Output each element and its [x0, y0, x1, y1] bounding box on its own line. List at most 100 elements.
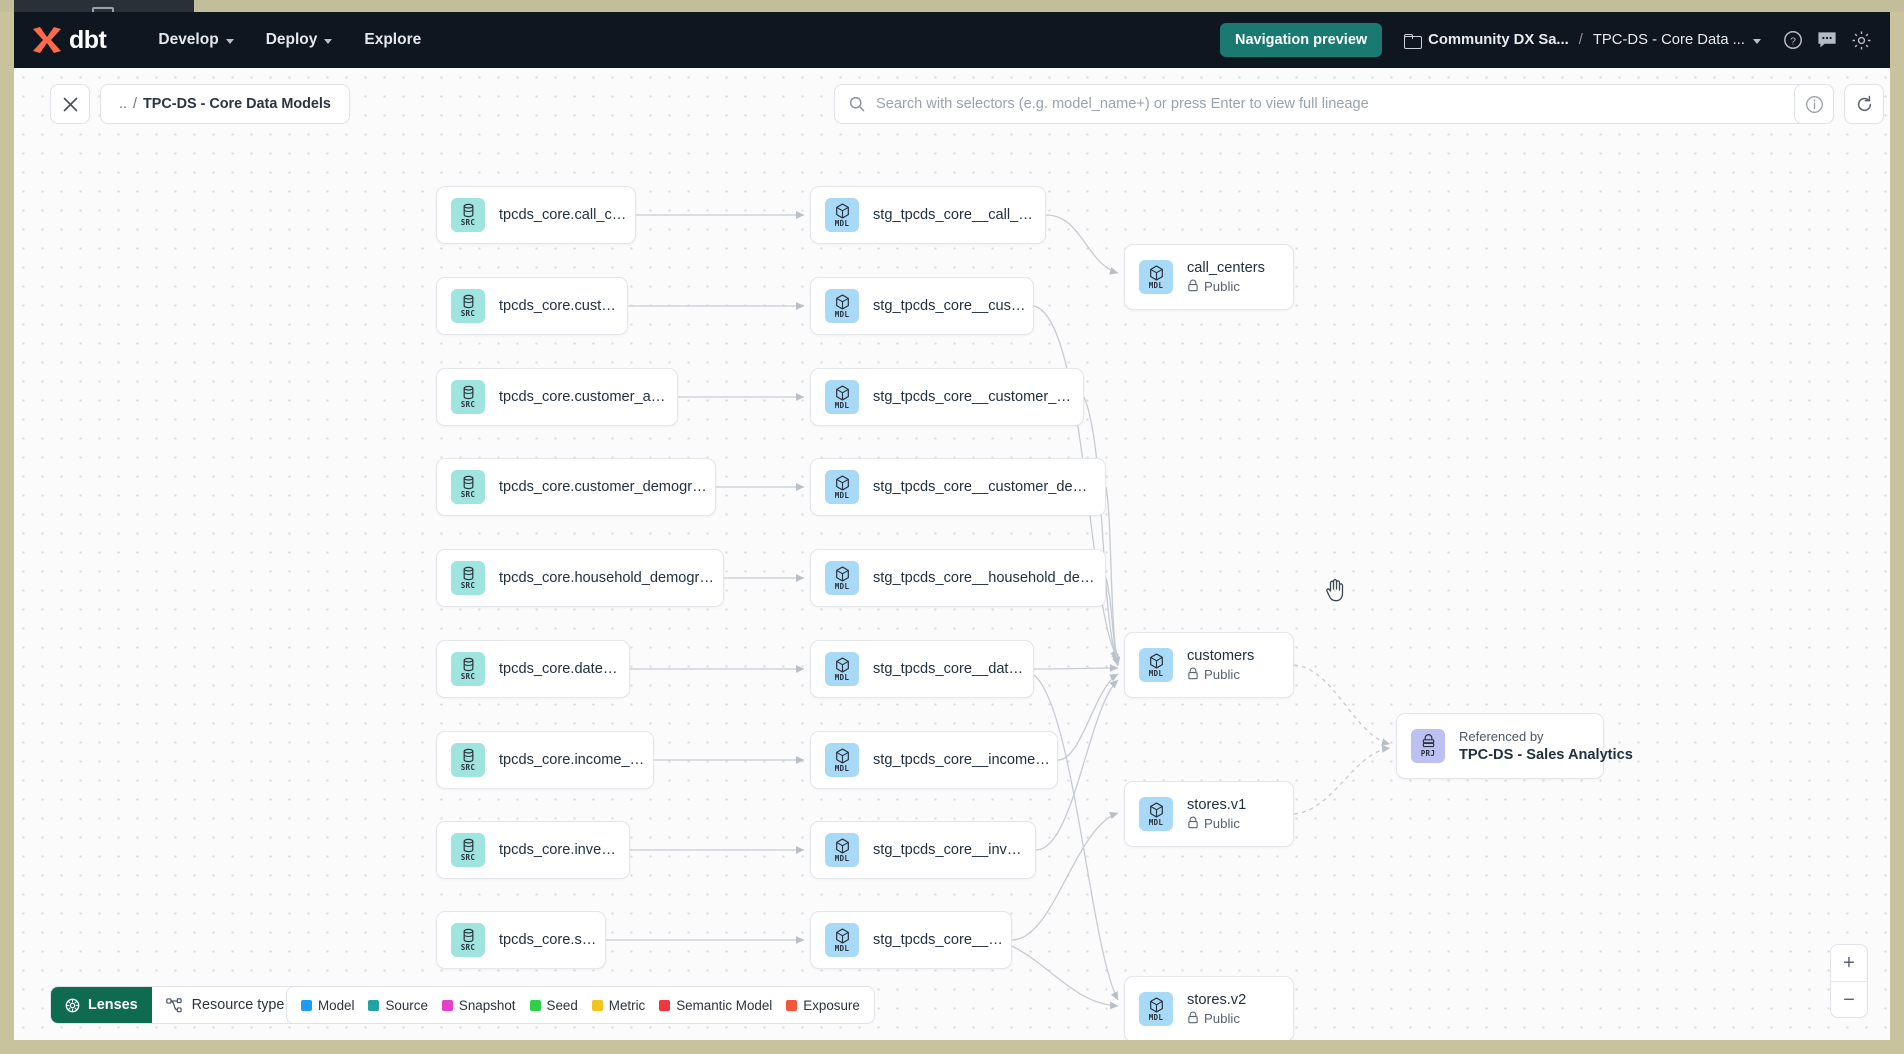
legend-item[interactable]: Semantic Model [659, 998, 772, 1013]
dbt-logo-icon [30, 25, 64, 55]
nav-item-explore[interactable]: Explore [348, 23, 437, 57]
node-text-block: tpcds_core.customer_demographics [499, 479, 709, 495]
settings-gear-icon[interactable] [1851, 30, 1872, 51]
nav-item-develop[interactable]: Develop [142, 23, 249, 57]
src-node-icon: SRC [451, 923, 485, 957]
lineage-node-mdl-stg-date-dim[interactable]: MDL stg_tpcds_core__date_dim [810, 640, 1034, 698]
lineage-node-mdl-stg-cust-address[interactable]: MDL stg_tpcds_core__customer_address [810, 368, 1084, 426]
lineage-search-bar[interactable] [834, 84, 1834, 124]
lineage-node-mdl-stg-call-center[interactable]: MDL stg_tpcds_core__call_center [810, 186, 1046, 244]
src-node-icon: SRC [451, 289, 485, 323]
node-type-abbr: SRC [460, 943, 476, 953]
zoom-in-button[interactable]: + [1843, 952, 1855, 974]
node-type-abbr: SRC [460, 763, 476, 773]
lens-icon [65, 998, 80, 1012]
chevron-down-icon [324, 38, 333, 44]
node-label: stg_tpcds_core__store [873, 932, 1005, 948]
chevron-down-icon[interactable] [1753, 38, 1761, 44]
legend-item[interactable]: Snapshot [441, 998, 516, 1013]
lock-icon [1187, 816, 1199, 832]
mdl-node-icon: MDL [1139, 992, 1173, 1026]
node-access-label: Public [1204, 1011, 1240, 1026]
lineage-node-mdl-stg-hh-demo[interactable]: MDLstg_tpcds_core__household_demogr... [810, 549, 1106, 607]
navigation-preview-button[interactable]: Navigation preview [1220, 23, 1383, 57]
lineage-node-mdl-stg-store[interactable]: MDL stg_tpcds_core__store [810, 911, 1012, 969]
node-type-abbr: PRJ [1420, 749, 1436, 759]
legend-swatch [786, 999, 798, 1011]
breadcrumb-pill[interactable]: .. / TPC-DS - Core Data Models [100, 84, 350, 124]
lineage-graph[interactable]: SRCtpcds_core.call_centerSRCtpcds_core.c… [14, 68, 1890, 1040]
search-input[interactable] [876, 96, 1819, 112]
nav-item-deploy[interactable]: Deploy [250, 23, 349, 57]
zoom-controls: + − [1830, 944, 1868, 1018]
legend-item[interactable]: Source [368, 998, 428, 1013]
close-icon [63, 97, 77, 111]
legend-item[interactable]: Model [301, 998, 354, 1013]
feedback-icon[interactable] [1817, 31, 1837, 49]
node-type-abbr: SRC [460, 400, 476, 410]
zoom-out-button[interactable]: − [1831, 981, 1867, 1017]
node-type-abbr: MDL [1148, 1012, 1164, 1022]
lineage-node-mdl-stg-cust-demo[interactable]: MDLstg_tpcds_core__customer_demogra... [810, 458, 1106, 516]
folder-icon [1404, 33, 1423, 49]
refresh-button[interactable] [1844, 84, 1884, 124]
lenses-label: Lenses [88, 997, 138, 1013]
lineage-node-src-inventory[interactable]: SRC tpcds_core.inventory [436, 821, 630, 879]
node-label: tpcds_core.inventory [499, 842, 623, 858]
breadcrumb-account[interactable]: Community DX Sa... [1428, 32, 1569, 48]
node-type-abbr: SRC [460, 672, 476, 682]
brand-logo[interactable]: dbt [30, 25, 107, 55]
node-access-badge: Public [1187, 279, 1265, 295]
node-text-block: tpcds_core.inventory [499, 842, 623, 858]
node-label: tpcds_core.customer_address [499, 389, 671, 405]
node-type-abbr: MDL [834, 218, 850, 228]
close-lineage-button[interactable] [50, 84, 90, 124]
lenses-button[interactable]: Lenses [51, 987, 152, 1023]
node-type-abbr: SRC [460, 853, 476, 863]
search-info-button[interactable] [1794, 84, 1834, 124]
lineage-node-src-cust-address[interactable]: SRC tpcds_core.customer_address [436, 368, 678, 426]
node-access-label: Public [1204, 279, 1240, 294]
node-label: stg_tpcds_core__call_center [873, 207, 1039, 223]
node-type-abbr: SRC [460, 309, 476, 319]
node-text-block: tpcds_core.customer_address [499, 389, 671, 405]
node-type-abbr: MDL [1148, 280, 1164, 290]
breadcrumb-project[interactable]: TPC-DS - Core Data ... [1592, 32, 1745, 48]
node-label: stg_tpcds_core__inventory [873, 842, 1029, 858]
bottom-left-controls: Lenses Resource type [50, 986, 317, 1024]
lineage-canvas[interactable]: .. / TPC-DS - Core Data Models [14, 68, 1890, 1040]
legend-item[interactable]: Metric [591, 998, 645, 1013]
mdl-node-icon: MDL [825, 652, 859, 686]
node-text-block: stg_tpcds_core__date_dim [873, 661, 1027, 677]
node-type-abbr: MDL [834, 672, 850, 682]
refresh-icon [1857, 95, 1871, 111]
node-label: stg_tpcds_core__household_demogr... [873, 570, 1099, 586]
mdl-node-icon: MDL [825, 923, 859, 957]
legend-item[interactable]: Seed [529, 998, 578, 1013]
node-text-block: stg_tpcds_core__customer_address [873, 389, 1077, 405]
info-circle-icon [1805, 95, 1823, 113]
node-type-abbr: MDL [834, 763, 850, 773]
nav-label-explore: Explore [364, 31, 422, 48]
node-text-block: tpcds_core.household_demographics [499, 570, 717, 586]
legend-item[interactable]: Exposure [786, 998, 860, 1013]
src-node-icon: SRC [451, 743, 485, 777]
mdl-node-icon: MDL [825, 380, 859, 414]
help-icon[interactable]: ? [1783, 30, 1803, 50]
